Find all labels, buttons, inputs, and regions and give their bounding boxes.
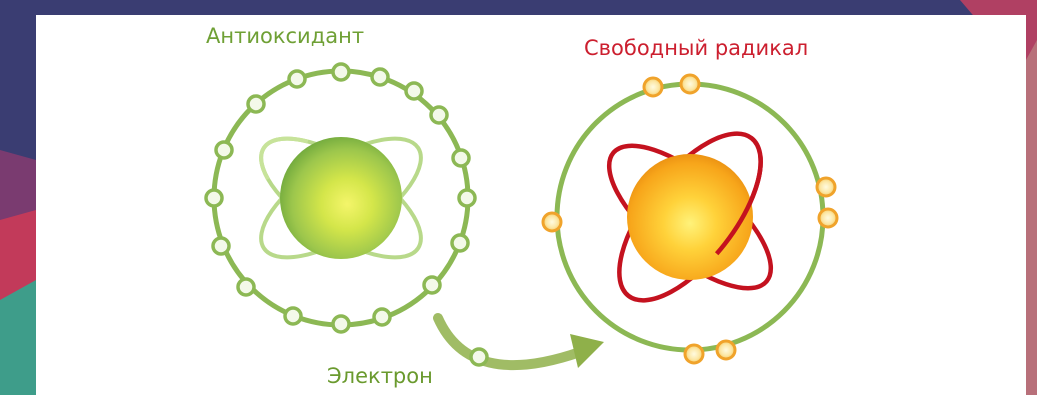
electron-green xyxy=(451,148,471,168)
electron-green xyxy=(236,277,256,297)
electron-green xyxy=(457,188,477,208)
free-radical-label: Свободный радикал xyxy=(584,36,809,60)
antioxidant-label: Антиоксидант xyxy=(206,24,365,48)
electron-orange xyxy=(679,73,701,95)
electron-green xyxy=(450,233,470,253)
electron-green xyxy=(370,67,390,87)
electron-green xyxy=(283,306,303,326)
electron-green xyxy=(331,62,351,82)
electron-green xyxy=(211,236,231,256)
antioxidant-electrons xyxy=(204,62,477,334)
electron-green xyxy=(331,314,351,334)
radical-orbit-front-arc xyxy=(617,131,763,303)
electron-orange xyxy=(815,176,837,198)
white-panel xyxy=(36,15,1026,395)
antioxidant-orbit-front-arc xyxy=(259,136,423,260)
electron-green xyxy=(404,81,424,101)
curved-arrow-icon xyxy=(433,313,604,371)
electron-orange xyxy=(541,211,563,233)
electron-green xyxy=(372,307,392,327)
antioxidant-atom xyxy=(204,62,477,334)
electron-green xyxy=(204,188,224,208)
electron-transferring xyxy=(469,347,489,367)
electron-green xyxy=(422,275,442,295)
electron-green xyxy=(214,140,234,160)
antioxidant-nucleus xyxy=(280,137,402,259)
electron-orange xyxy=(642,76,664,98)
radical-electrons xyxy=(541,73,839,365)
electron-green xyxy=(246,94,266,114)
radical-nucleus xyxy=(627,154,753,280)
electron-label: Электрон xyxy=(327,364,433,388)
electron-green xyxy=(429,105,449,125)
electron-orange xyxy=(715,339,737,361)
electron-orange xyxy=(683,343,705,365)
electron-green xyxy=(287,69,307,89)
electron-orange xyxy=(817,207,839,229)
radical-atom xyxy=(541,73,839,365)
